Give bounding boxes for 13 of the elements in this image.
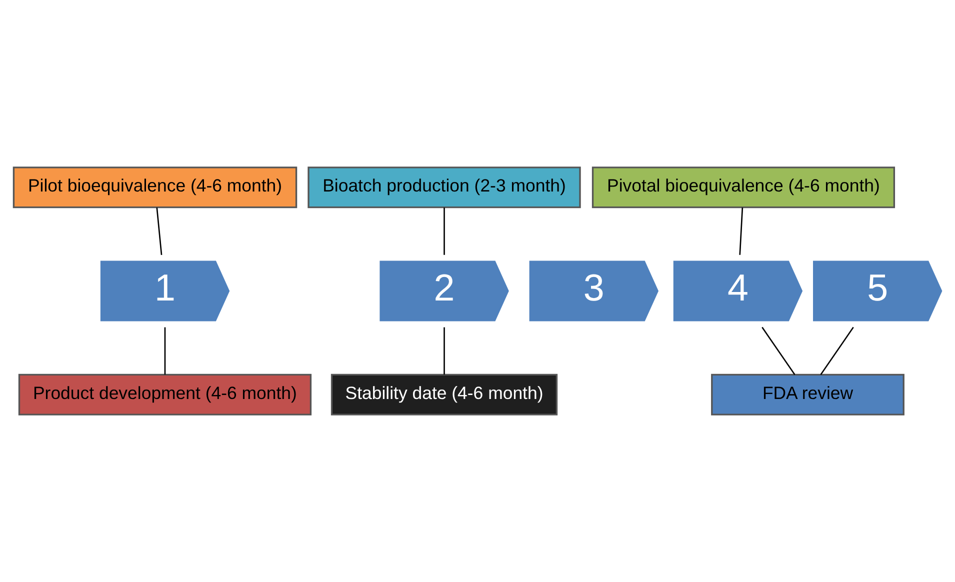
connector (762, 326, 796, 375)
connector (739, 208, 744, 255)
node-box: Product development (4-6 month) (18, 374, 312, 416)
node-box: Pivotal bioequivalence (4-6 month) (592, 166, 896, 208)
connector (444, 327, 445, 375)
connector (820, 326, 854, 375)
node-box: Stability date (4-6 month) (330, 374, 558, 416)
node-box: Bioatch production (2-3 month) (308, 166, 581, 208)
connector (444, 208, 445, 255)
node-box: Pilot bioequivalence (4-6 month) (12, 166, 298, 208)
node-box: FDA review (711, 374, 904, 416)
connector (156, 208, 162, 255)
connector (164, 327, 166, 375)
